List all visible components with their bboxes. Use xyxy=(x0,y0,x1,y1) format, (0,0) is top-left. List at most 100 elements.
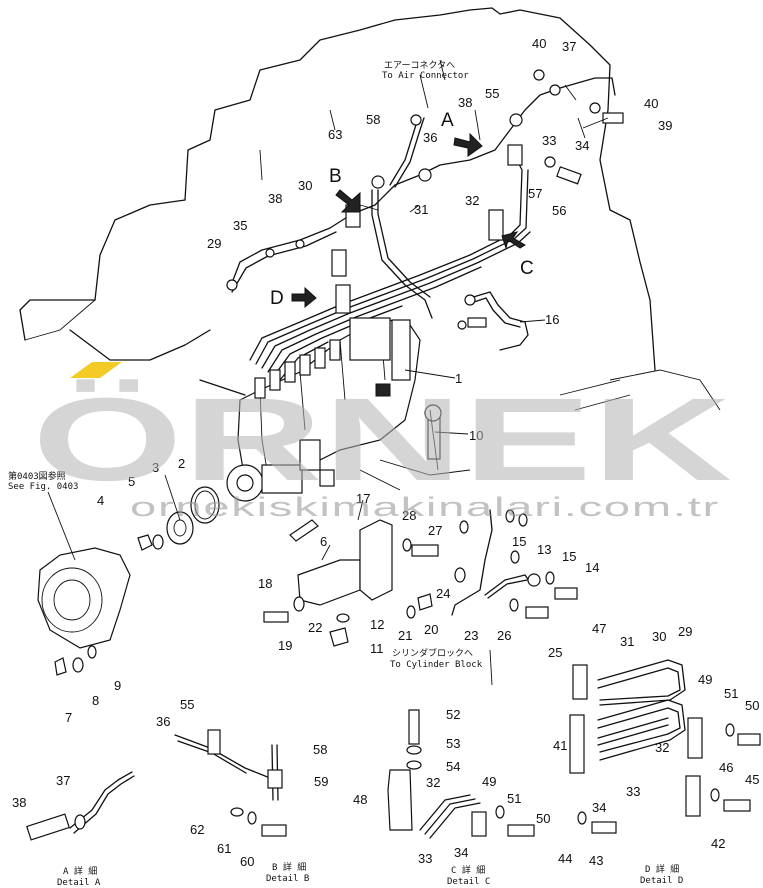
callout: 47 xyxy=(592,621,606,636)
detail-b-caption-en: Detail B xyxy=(266,874,309,884)
callout: 44 xyxy=(558,851,572,866)
callout: 2 xyxy=(178,456,185,471)
air-connector-note-jp: エアーコネクタへ xyxy=(384,60,455,71)
view-letter-d: D xyxy=(270,288,284,309)
callout: 28 xyxy=(402,508,416,523)
callout: 11 xyxy=(370,641,384,656)
delivery-valves xyxy=(254,339,341,399)
cylinder-block-note-jp: シリンダブロックへ xyxy=(392,647,473,659)
callout: 18 xyxy=(258,576,272,591)
callout-numbers: 1 2 3 4 5 6 7 8 9 10 11 12 13 14 15 15 1… xyxy=(12,36,759,869)
callout: 40 xyxy=(532,36,546,51)
callout: 59 xyxy=(314,774,328,789)
detail-a-caption-en: Detail A xyxy=(57,878,101,888)
callout: 34 xyxy=(454,845,468,860)
callout: 55 xyxy=(485,86,499,101)
callout: 34 xyxy=(592,800,606,815)
callout: 15 xyxy=(512,534,526,549)
callout: 49 xyxy=(698,672,712,687)
callout: 33 xyxy=(626,784,640,799)
detail-c-caption-en: Detail C xyxy=(447,877,490,887)
callout: 4 xyxy=(97,493,104,508)
callout: 21 xyxy=(398,628,412,643)
callout: 45 xyxy=(745,772,759,787)
detail-captions: A 詳 細 Detail A B 詳 細 Detail B C 詳 細 Deta… xyxy=(57,861,683,888)
callout: 40 xyxy=(644,96,658,111)
callout: 62 xyxy=(190,822,204,837)
callout: 57 xyxy=(528,186,542,201)
callout: 24 xyxy=(436,586,450,601)
callout: 31 xyxy=(620,634,634,649)
callout: 36 xyxy=(423,130,437,145)
injection-pump xyxy=(226,317,442,502)
callout: 48 xyxy=(353,792,367,807)
detail-b-caption-jp: B 詳 細 xyxy=(272,861,306,873)
callout: 33 xyxy=(418,851,432,866)
see-fig-note-en: See Fig. 0403 xyxy=(8,482,78,492)
callout: 22 xyxy=(308,620,322,635)
callout: 1 xyxy=(455,371,462,386)
callout: 30 xyxy=(652,629,666,644)
callout: 56 xyxy=(552,203,566,218)
callout: 27 xyxy=(428,523,442,538)
callout: 42 xyxy=(711,836,725,851)
callout: 20 xyxy=(424,622,438,637)
detail-a-drawing xyxy=(26,771,135,841)
detail-c-drawing xyxy=(387,709,535,839)
callout: 12 xyxy=(370,617,384,632)
callout: 38 xyxy=(12,795,26,810)
detail-b-drawing xyxy=(174,729,287,837)
callout: 58 xyxy=(366,112,380,127)
engine-block-outline xyxy=(19,7,721,491)
callout: 38 xyxy=(458,95,472,110)
callout: 29 xyxy=(207,236,221,251)
detail-c-caption-jp: C 詳 細 xyxy=(451,864,485,876)
air-connector-note-en: To Air Connector xyxy=(382,71,469,81)
callout: 60 xyxy=(240,854,254,869)
callout: 46 xyxy=(719,760,733,775)
callout: 58 xyxy=(313,742,327,757)
callout: 36 xyxy=(156,714,170,729)
callout: 41 xyxy=(553,738,567,753)
callout: 30 xyxy=(298,178,312,193)
callout: 55 xyxy=(180,697,194,712)
callout: 26 xyxy=(497,628,511,643)
callout: 37 xyxy=(562,39,576,54)
callout: 54 xyxy=(446,759,460,774)
callout: 50 xyxy=(745,698,759,713)
callout: 7 xyxy=(65,710,72,725)
callout: 61 xyxy=(217,841,231,856)
callout: 3 xyxy=(152,460,159,475)
callout: 8 xyxy=(92,693,99,708)
callout: 33 xyxy=(542,133,556,148)
detail-d-drawing xyxy=(569,659,761,834)
callout: 52 xyxy=(446,707,460,722)
leader-lines xyxy=(47,74,609,686)
watermark-brand: ÖRNEK xyxy=(32,374,732,506)
view-letter-c: C xyxy=(520,258,534,279)
callout: 14 xyxy=(585,560,599,575)
callout: 17 xyxy=(356,491,370,506)
callout: 49 xyxy=(482,774,496,789)
detail-d-caption-jp: D 詳 細 xyxy=(645,863,679,875)
detail-d-caption-en: Detail D xyxy=(640,876,683,886)
callout: 25 xyxy=(548,645,562,660)
callout: 29 xyxy=(678,624,692,639)
lower-parts xyxy=(37,409,578,676)
callout: 32 xyxy=(426,775,440,790)
callout: 50 xyxy=(536,811,550,826)
view-letter-a: A xyxy=(441,110,454,131)
callout: 39 xyxy=(658,118,672,133)
callout: 35 xyxy=(233,218,247,233)
callout: 53 xyxy=(446,736,460,751)
watermark-accent-mark xyxy=(70,362,122,378)
callout: 37 xyxy=(56,773,70,788)
callout: 5 xyxy=(128,474,135,489)
callout: 32 xyxy=(465,193,479,208)
callout: 13 xyxy=(537,542,551,557)
view-arrows xyxy=(291,132,526,309)
callout: 51 xyxy=(724,686,738,701)
watermark-url: ornekiskimakinalari.com.tr xyxy=(130,492,720,522)
callout: 9 xyxy=(114,678,121,693)
